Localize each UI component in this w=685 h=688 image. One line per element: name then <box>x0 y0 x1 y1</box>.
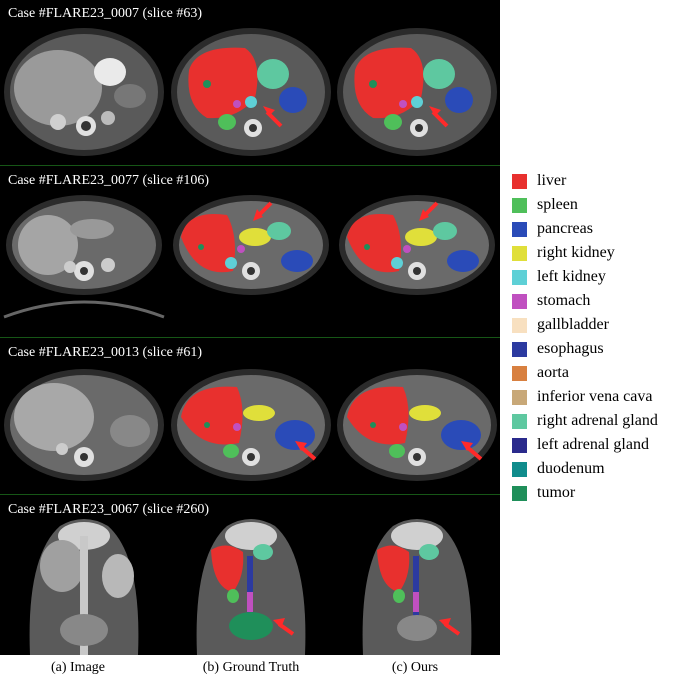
legend-swatch <box>512 317 527 333</box>
legend-label: tumor <box>537 484 576 501</box>
legend-swatch <box>512 485 527 501</box>
case-title: Case #FLARE23_0077 (slice #106) <box>8 173 210 188</box>
legend-label: right kidney <box>537 244 615 261</box>
legend-label: pancreas <box>537 220 593 237</box>
row-divider <box>0 165 500 166</box>
panel-image <box>0 339 167 494</box>
legend-item: pancreas <box>512 217 593 241</box>
legend-swatch <box>512 437 527 453</box>
legend-swatch <box>512 389 527 405</box>
panel-ground-truth <box>167 0 333 165</box>
legend-item: tumor <box>512 481 575 505</box>
legend-label: stomach <box>537 292 591 309</box>
case-title: Case #FLARE23_0067 (slice #260) <box>8 502 210 517</box>
legend-swatch <box>512 245 527 261</box>
legend-label: liver <box>537 172 567 189</box>
legend-swatch <box>512 221 527 237</box>
panel-image <box>0 0 167 165</box>
legend-item: duodenum <box>512 457 605 481</box>
legend-swatch <box>512 269 527 285</box>
legend-swatch <box>512 293 527 309</box>
caption-image: (a) Image <box>50 660 106 675</box>
legend-item: gallbladder <box>512 313 609 337</box>
panel-ground-truth <box>167 496 333 655</box>
legend-item: aorta <box>512 361 569 385</box>
figure-grid: Case #FLARE23_0007 (slice #63) <box>0 0 500 655</box>
legend-swatch <box>512 461 527 477</box>
legend-swatch <box>512 173 527 189</box>
legend-swatch <box>512 341 527 357</box>
legend-swatch <box>512 365 527 381</box>
row-divider <box>0 337 500 338</box>
legend-label: right adrenal gland <box>537 412 658 429</box>
legend-swatch <box>512 413 527 429</box>
panel-ours <box>333 339 500 494</box>
legend-label: aorta <box>537 364 569 381</box>
panel-ours <box>333 496 500 655</box>
case-row-1: Case #FLARE23_0007 (slice #63) <box>0 0 500 165</box>
case-title: Case #FLARE23_0013 (slice #61) <box>8 345 203 360</box>
legend-item: liver <box>512 169 566 193</box>
legend-label: duodenum <box>537 460 605 477</box>
panel-ours <box>333 0 500 165</box>
legend-item: right adrenal gland <box>512 409 658 433</box>
case-title: Case #FLARE23_0007 (slice #63) <box>8 6 203 21</box>
row-divider <box>0 494 500 495</box>
caption-ground-truth: (b) Ground Truth <box>202 660 300 675</box>
legend-label: gallbladder <box>537 316 609 333</box>
panel-image <box>0 496 167 655</box>
caption-ours: (c) Ours <box>391 660 439 675</box>
panel-image <box>0 167 167 337</box>
panel-ground-truth <box>167 167 333 337</box>
legend-label: left adrenal gland <box>537 436 649 453</box>
panel-ground-truth <box>167 339 333 494</box>
legend-item: stomach <box>512 289 590 313</box>
panel-ours <box>333 167 500 337</box>
legend-item: spleen <box>512 193 578 217</box>
legend-label: esophagus <box>537 340 604 357</box>
case-row-3: Case #FLARE23_0013 (slice #61) <box>0 339 500 494</box>
legend-label: inferior vena cava <box>537 388 653 405</box>
legend-swatch <box>512 197 527 213</box>
legend-item: left kidney <box>512 265 606 289</box>
legend-item: left adrenal gland <box>512 433 649 457</box>
legend-item: right kidney <box>512 241 615 265</box>
legend-label: left kidney <box>537 268 606 285</box>
legend-item: inferior vena cava <box>512 385 652 409</box>
case-row-4: Case #FLARE23_0067 (slice #260) <box>0 496 500 655</box>
legend-label: spleen <box>537 196 578 213</box>
case-row-2: Case #FLARE23_0077 (slice #106) <box>0 167 500 337</box>
legend-item: esophagus <box>512 337 604 361</box>
